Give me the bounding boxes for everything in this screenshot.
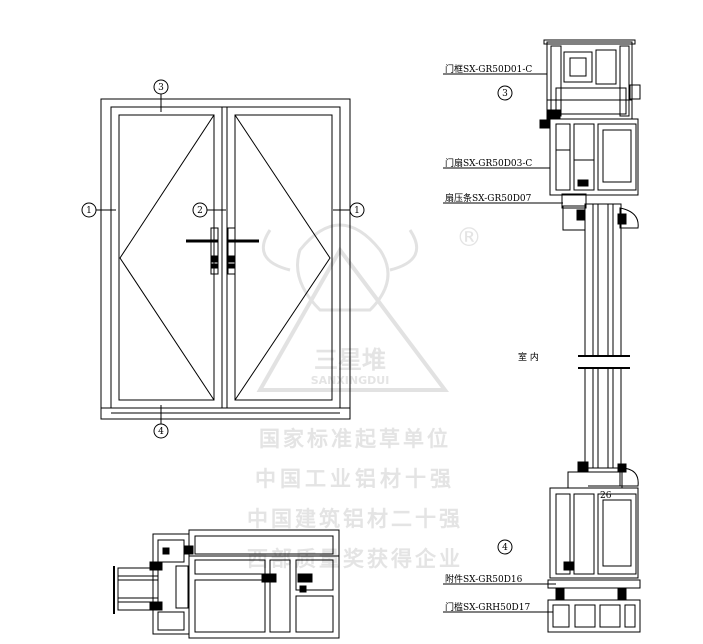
inner-frame: [110, 106, 341, 409]
callout-sash: 门扇SX-GR50D03-C: [445, 157, 532, 169]
left-leaf-opening-mark: [119, 114, 215, 401]
threshold-profile: [547, 579, 641, 633]
watermark: ® 三星堆 SANXINGDUI 国家标准起草单位 中国工业铝材十强 中国建筑铝…: [247, 223, 482, 571]
balloon-section-bottom: 4: [497, 539, 513, 555]
callouts: 门框SX-GR50D01-C 门扇SX-GR50D03-C 扇压条SX-GR50…: [445, 63, 612, 613]
callout-bead: 扇压条SX-GR50D07: [445, 192, 532, 204]
callout-accessory: 附件SX-GR50D16: [445, 573, 523, 585]
horizontal-section: [113, 529, 340, 639]
section-balloons: 3 4: [497, 85, 513, 555]
registered-mark: ®: [456, 223, 482, 253]
watermark-line-1: 国家标准起草单位: [259, 427, 451, 451]
top-bead: [562, 205, 639, 231]
bottom-sash-profile: [549, 471, 639, 579]
balloon-right: 1: [349, 202, 365, 218]
svg-text:3: 3: [158, 83, 164, 93]
watermark-logo: [256, 223, 449, 392]
watermark-line-4: 西部质量奖获得企业: [247, 547, 463, 571]
svg-text:1: 1: [86, 206, 92, 216]
callout-frame-top: 门框SX-GR50D01-C: [445, 63, 532, 75]
svg-text:2: 2: [197, 206, 203, 216]
left-handle: [186, 227, 219, 275]
horizontal-glass: [113, 561, 163, 614]
glass-upper: [584, 203, 622, 357]
vertical-section: [443, 39, 641, 633]
horizontal-frame: [184, 529, 340, 639]
right-leaf: [226, 106, 341, 409]
glass-lower: [584, 367, 622, 469]
elevation-balloons: 3 1 2 1 4: [81, 79, 365, 439]
svg-text:3: 3: [502, 89, 508, 99]
top-sash-profile: [539, 118, 639, 209]
watermark-line-3: 中国建筑铝材二十强: [247, 507, 463, 531]
svg-text:1: 1: [354, 206, 360, 216]
left-leaf-glass: [118, 114, 215, 401]
callout-frame-bottom: 门槛SX-GRH50D17: [445, 601, 531, 613]
outer-frame: [100, 98, 351, 420]
indoor-label: 室 内: [518, 351, 539, 363]
right-handle: [227, 227, 259, 275]
balloon-section-top: 3: [497, 85, 513, 101]
balloon-left: 1: [81, 202, 97, 218]
left-leaf: [110, 106, 223, 409]
svg-text:4: 4: [158, 427, 164, 437]
balloon-top: 3: [153, 79, 169, 95]
door-elevation: [95, 94, 352, 424]
watermark-line-2: 中国工业铝材十强: [255, 467, 455, 491]
right-leaf-opening-mark: [234, 114, 331, 401]
top-frame-profile: [543, 39, 641, 120]
dimension-label: 26: [600, 491, 612, 501]
balloon-bottom: 4: [153, 423, 169, 439]
svg-text:4: 4: [502, 543, 508, 553]
balloon-middle: 2: [192, 202, 208, 218]
